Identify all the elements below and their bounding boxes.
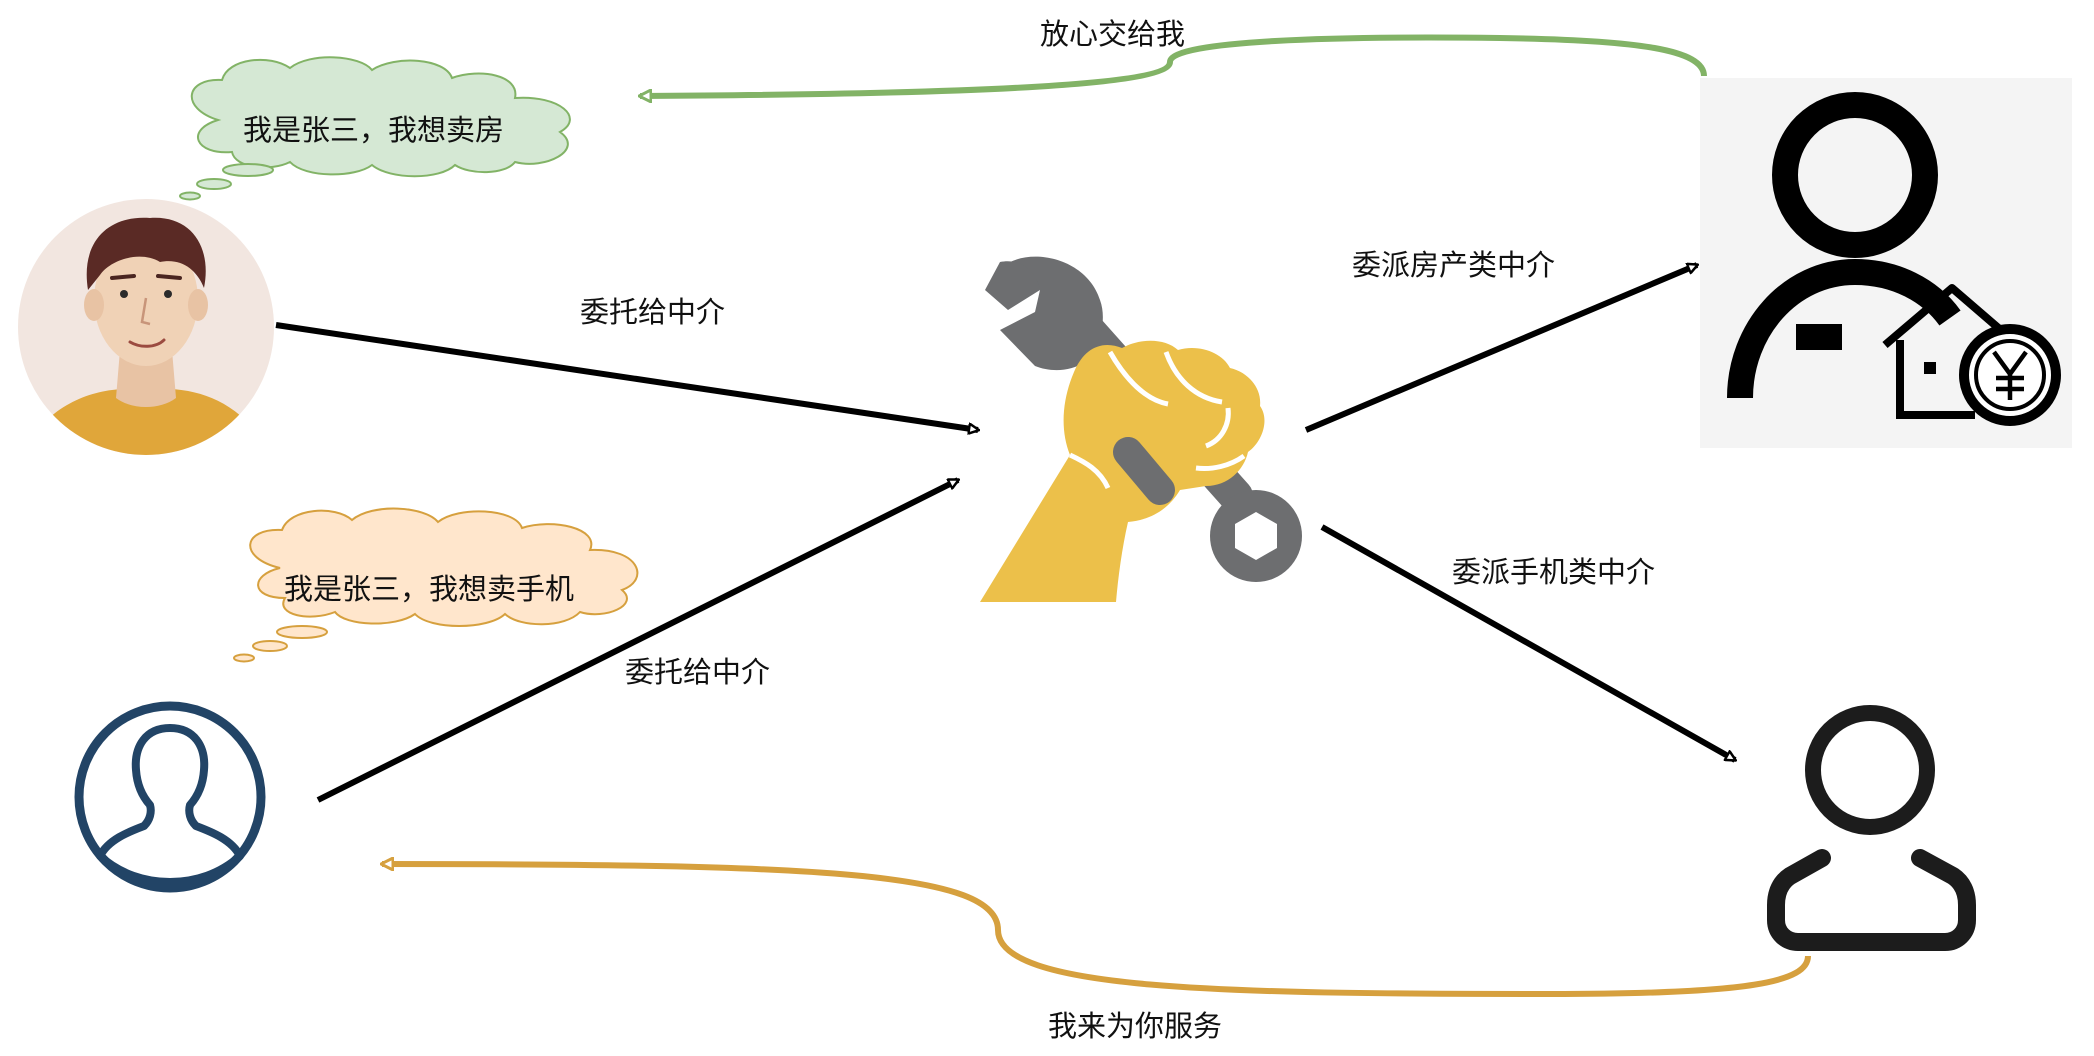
phone-agent-icon (1767, 705, 1976, 951)
thought-bubble-top (179, 56, 571, 201)
edge-label-house-return: 放心交给我 (1040, 17, 1186, 51)
bubble-text-top: 我是张三，我想卖房 (243, 113, 505, 147)
bubble-text-bottom: 我是张三，我想卖手机 (284, 572, 575, 606)
edge-label-user2-to-agent: 委托给中介 (625, 655, 771, 689)
edge-label-user1-to-agent: 委托给中介 (580, 295, 726, 329)
edge-label-agent-to-house: 委派房产类中介 (1352, 248, 1556, 282)
edge-user2-to-agent (316, 477, 958, 803)
user-outline-icon (74, 701, 266, 893)
edge-house-return (640, 34, 1707, 96)
edge-phone-return (382, 864, 1811, 998)
edge-label-agent-to-phone: 委派手机类中介 (1452, 555, 1656, 589)
house-agent-icon (1700, 78, 2072, 448)
edge-agent-to-phone (1320, 524, 1735, 763)
edge-label-phone-return: 我来为你服务 (1048, 1009, 1223, 1043)
edge-user1-to-agent (275, 322, 978, 430)
wrench-hand-icon (980, 256, 1302, 602)
edge-agent-to-house (1304, 262, 1697, 433)
cartoon-avatar (18, 199, 274, 455)
thought-bubble-bottom (233, 507, 639, 663)
